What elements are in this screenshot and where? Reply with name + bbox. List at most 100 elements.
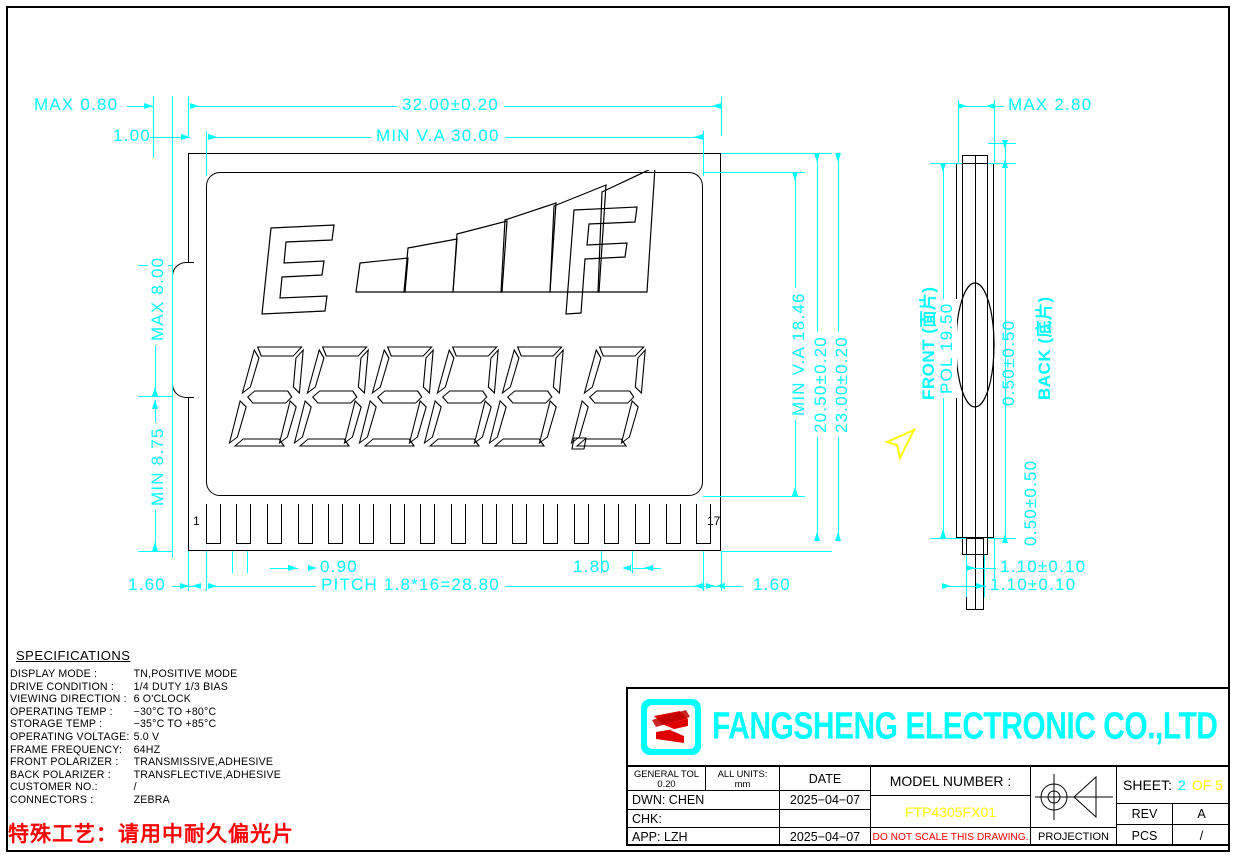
spec-value: 6 O'CLOCK [133,693,191,706]
dim-2050: 20.50±0.20 [811,332,831,437]
dim-max-thickness: MAX 2.80 [1008,95,1093,114]
dim-100: 1.00 [113,126,151,145]
arrow-head [958,102,967,109]
spec-row: DISPLAY MODE :TN,POSITIVE MODE [10,668,281,681]
spec-value: 5.0 V [133,730,160,743]
dim-pol-thickness: POL 19.50 [937,298,957,398]
seven-segment-digit-4 [423,346,499,447]
spec-row: FRAME FREQUENCY:64HZ [10,744,281,757]
special-process-warning: 特殊工艺：请用中耐久偏光片 [8,822,294,846]
spec-row: OPERATING TEMP :−30°C TO +80°C [10,706,281,719]
specifications-table: DISPLAY MODE :TN,POSITIVE MODE DRIVE CON… [10,668,281,807]
dim-back-glass: 0.50±0.50 [1021,455,1041,550]
pcs-value: / [1199,828,1204,843]
pin-strip [188,504,721,550]
ext-line [721,551,722,591]
do-not-scale-note: DO NOT SCALE THIS DRAWING. [871,828,1031,846]
pin-number-first: 1 [193,514,200,528]
arrow-head [942,582,951,589]
spec-key: DRIVE CONDITION : [10,680,115,693]
fuel-bar-2 [403,238,458,293]
spec-key: VIEWING DIRECTION : [10,693,127,706]
arrow-head [190,102,199,109]
arrow-head [966,564,975,571]
all-units-label: ALL UNITS: [717,767,768,779]
side-view-pin [966,538,984,610]
dim-min-875: MIN 8.75 [148,423,168,510]
arrow-head [976,582,985,589]
general-tol-label: GENERAL TOL [634,767,699,779]
rev-value: A [1173,804,1230,825]
pin [696,504,711,544]
dim-pin-width: 0.90 [320,557,358,576]
sheet-cell: SHEET: 2 OF 5 [1117,767,1230,804]
spec-key: FRAME FREQUENCY: [10,743,123,756]
pin [451,504,466,544]
arrow-head [939,163,946,172]
arrow-head [986,102,995,109]
dim-min-va-width: MIN V.A 30.00 [371,126,505,146]
pin [574,504,589,544]
pin [206,504,221,544]
ext-line [188,551,189,591]
pin [482,504,497,544]
title-block: FANGSHENG ELECTRONIC CO.,LTD GENERAL TOL… [626,687,1230,846]
seven-segment-digit-6 [570,346,646,447]
ext-line [703,496,805,497]
dim-overall-width: 32.00±0.20 [397,95,504,115]
pin [635,504,650,544]
pin [420,504,435,544]
approved-by-cell: APP: LZH [628,828,780,846]
arrow-head [694,582,703,589]
lcd-left-tab-cover [187,263,191,397]
lcd-viewing-area [206,172,703,496]
spec-row: BACK POLARIZER :TRANSFLECTIVE,ADHESIVE [10,769,281,782]
letter-f-outline [565,206,638,315]
arrow-head [151,387,158,396]
dim-line-front-glass [1005,140,1006,168]
spec-value: / [133,781,137,794]
ext-line [994,100,995,162]
arrow-head [144,102,153,109]
pcs-label: PCS [1117,825,1173,846]
spec-value: 1/4 DUTY 1/3 BIAS [133,680,229,693]
leader-line [127,106,153,107]
lcd-display-graphics [228,170,656,450]
pin [666,504,681,544]
model-number-label: MODEL NUMBER : [871,767,1031,796]
fuel-bar-6 [597,170,656,293]
model-number-value: FTP4305FX01 [871,796,1031,828]
dim-bottom-2: 1.10±0.10 [990,575,1077,594]
arrow-head [622,564,631,571]
ext-line [138,551,172,552]
projection-label: PROJECTION [1031,828,1117,846]
first-angle-projection-icon [1034,774,1113,820]
seven-segment-digit-3 [358,346,434,447]
dim-bottom-1: 1.10±0.10 [1000,557,1087,576]
pointer-arrow-icon [884,427,917,461]
seven-segment-digit-5 [488,346,564,447]
seven-segment-digit-1 [228,346,304,447]
spec-row: STORAGE TEMP :−35°C TO +85°C [10,718,281,731]
specifications-heading: SPECIFICATIONS [16,648,131,663]
ext-line [721,153,832,154]
ext-line [703,551,704,591]
ext-line [703,131,704,176]
dim-left-margin: 1.60 [128,575,166,594]
spec-row: FRONT POLARIZER :TRANSMISSIVE,ADHESIVE [10,756,281,769]
ext-line [721,96,722,136]
arrow-head [192,582,201,589]
decimal-point [571,437,587,450]
arrow-head [180,582,189,589]
ext-line [172,96,173,558]
back-polarizer-label: BACK (底片) [1035,296,1054,400]
fuel-bar-3 [452,220,508,293]
spec-value: −35°C TO +85°C [133,718,217,731]
spec-value: −30°C TO +80°C [133,705,217,718]
spec-key: OPERATING VOLTAGE: [10,730,130,743]
arrow-head [716,582,725,589]
ext-line [994,538,995,578]
arrow-head [644,564,653,571]
pin [298,504,313,544]
